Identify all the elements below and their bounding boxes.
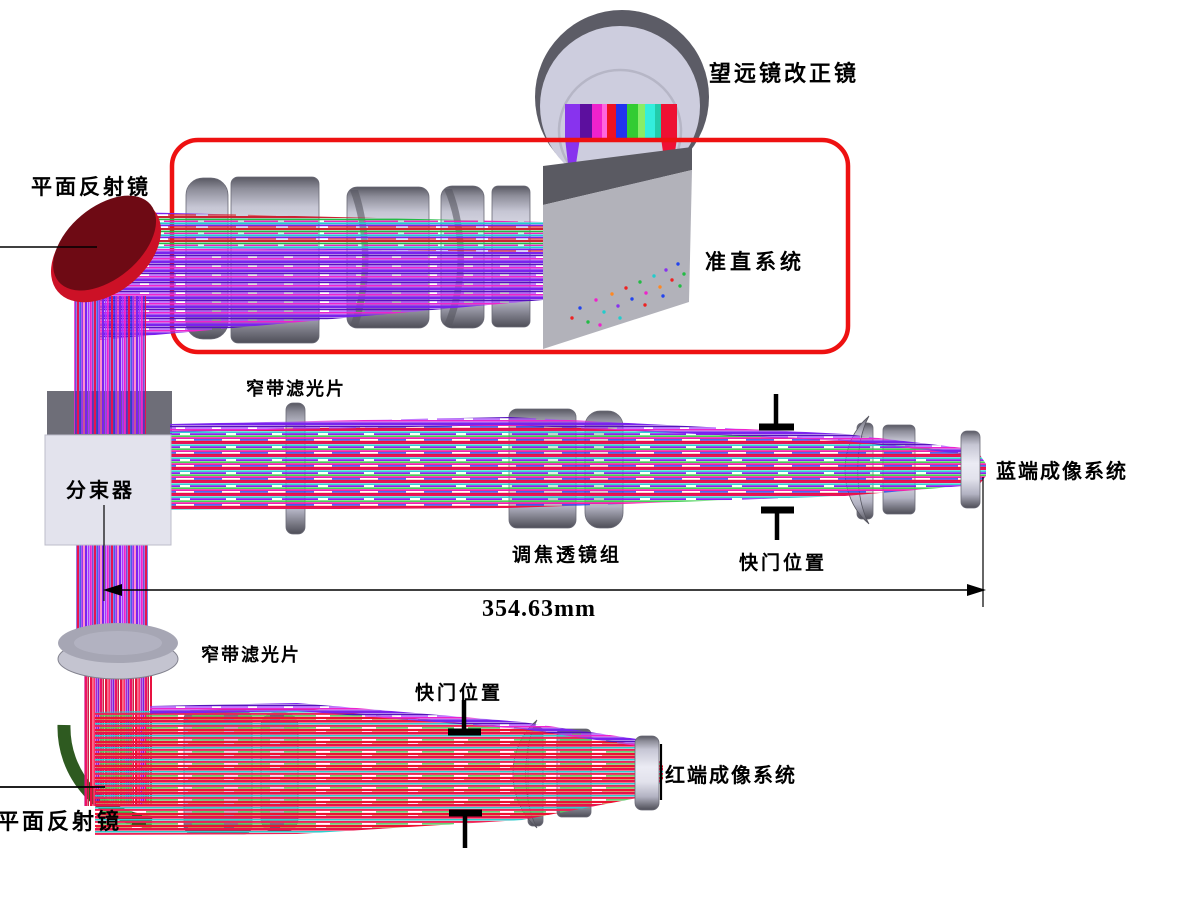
plane-mirror-top-element	[51, 195, 161, 303]
fold-prism	[543, 147, 692, 349]
shutter-marks-blue	[759, 394, 794, 540]
vertical-rays-below-splitter	[76, 545, 148, 643]
blue-arm-top-purple	[170, 417, 963, 454]
red-arm-rays	[95, 708, 637, 835]
top-arm-purple-rays	[100, 248, 543, 340]
top-arm-upper-rays	[130, 212, 543, 252]
blue-imaging-system-label: 蓝端成像系统	[996, 461, 1128, 483]
ray-bundles	[74, 212, 986, 835]
dimension-line	[103, 477, 986, 607]
beam-splitter-label: 分束器	[66, 480, 135, 502]
prism-ray-footprint	[570, 262, 686, 327]
red-detector-window	[634, 735, 660, 811]
vertical-rays-to-splitter	[74, 296, 146, 434]
telescope-corrector-label: 望远镜改正镜	[709, 61, 860, 86]
blue-detector-window	[960, 430, 981, 509]
narrowband-filter-red-label: 窄带滤光片	[201, 645, 301, 665]
dimension-value: 354.63mm	[482, 596, 596, 622]
plane-mirror-top-label: 平面反射镜	[31, 176, 151, 199]
blue-arm-rays	[170, 424, 963, 510]
plane-mirror-bottom-label: 平面反射镜	[0, 809, 123, 834]
shutter-position-red-label: 快门位置	[415, 683, 504, 704]
corrector-ray-streaks	[565, 104, 677, 166]
shutter-marks-red	[448, 700, 482, 848]
focusing-lens-group-label: 调焦透镜组	[512, 545, 623, 566]
collimation-system-label: 准直系统	[705, 251, 805, 274]
red-imaging-system-label: 红端成像系统	[665, 765, 797, 787]
beamsplitter-cube	[44, 434, 172, 546]
shutter-position-blue-label: 快门位置	[739, 553, 828, 574]
narrowband-filter-blue-label: 窄带滤光片	[246, 379, 346, 399]
red-arm-top-purple	[150, 703, 637, 746]
narrowband-filter-red-element	[57, 623, 179, 680]
